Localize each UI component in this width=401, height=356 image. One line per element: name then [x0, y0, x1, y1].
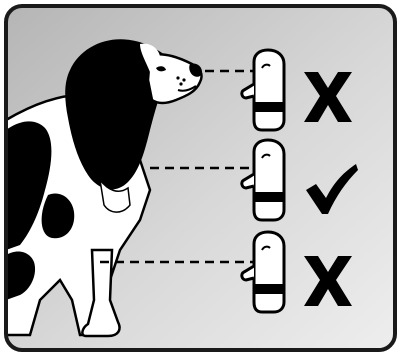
illustration-panel [0, 0, 401, 356]
